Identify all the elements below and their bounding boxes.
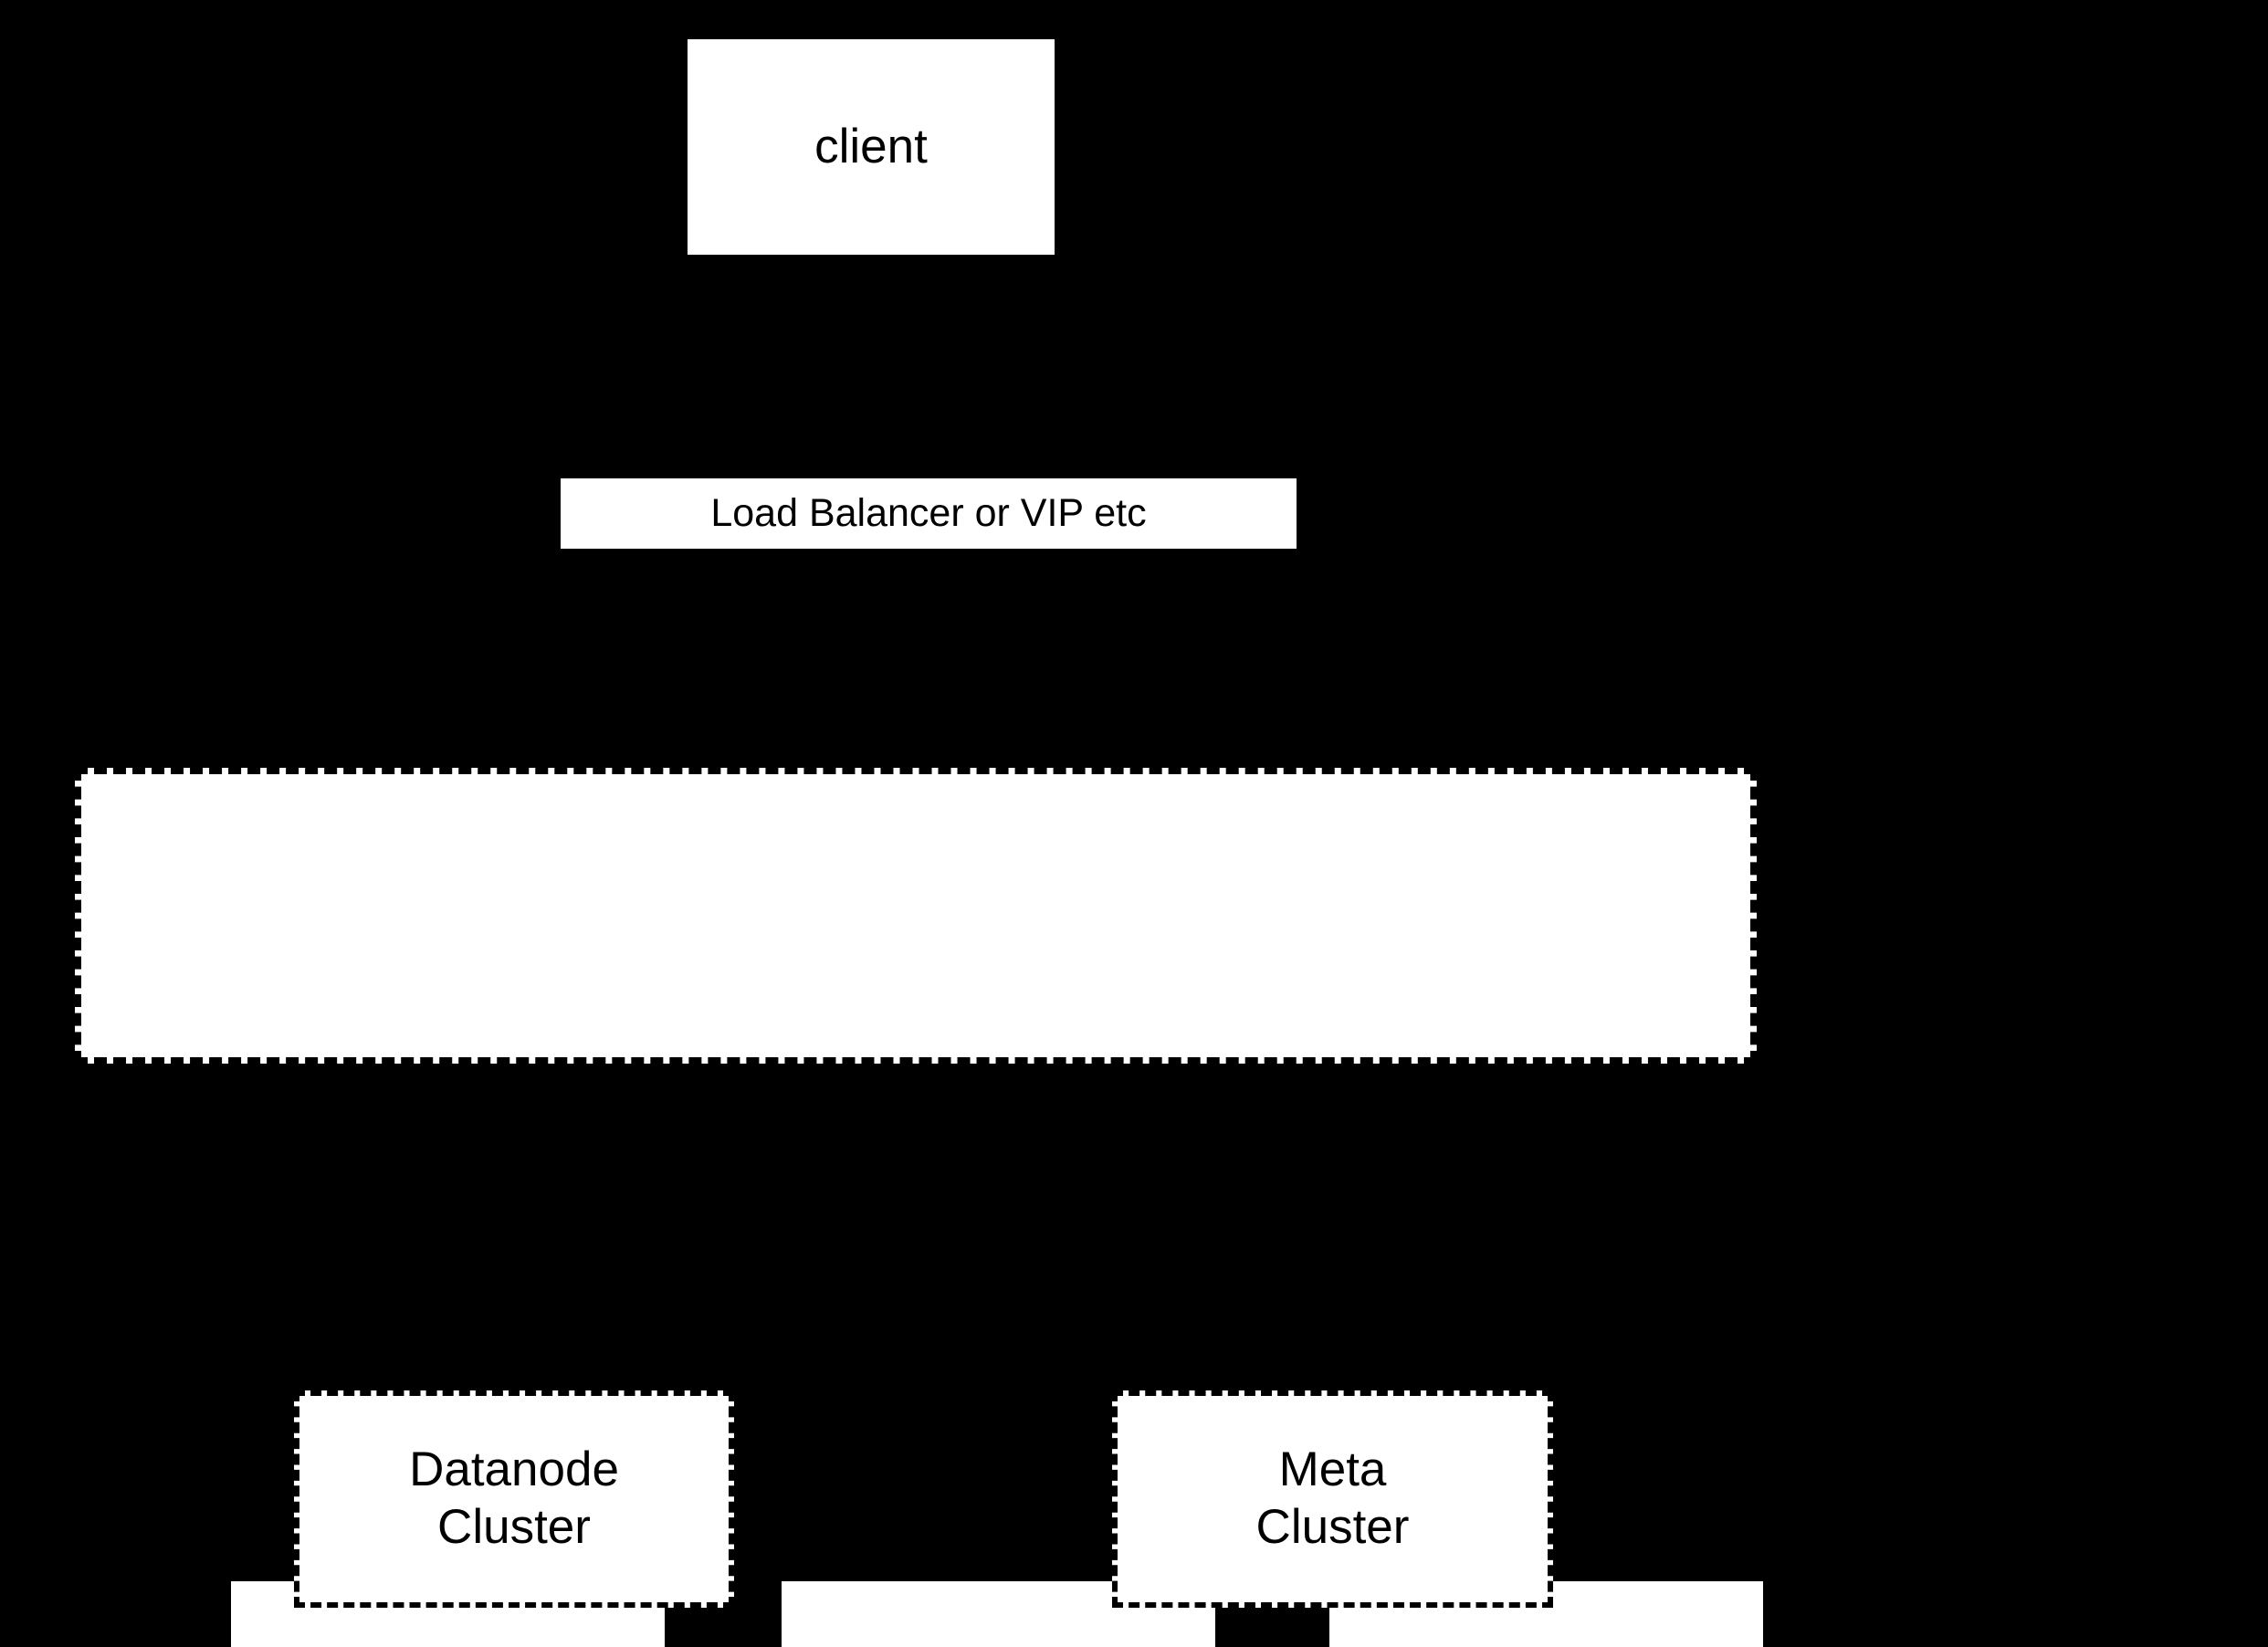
node-client-label: client [814, 119, 928, 173]
node-load-balancer-label: Load Balancer or VIP etc [710, 491, 1147, 536]
node-meta-cluster-label: Meta Cluster [1255, 1442, 1410, 1554]
node-load-balancer[interactable]: Load Balancer or VIP etc [561, 478, 1297, 549]
node-datanode-cluster-label: Datanode Cluster [409, 1442, 619, 1554]
node-meta-cluster[interactable]: Meta Cluster [1112, 1390, 1553, 1608]
node-datanode-cluster[interactable]: Datanode Cluster [294, 1390, 734, 1608]
node-frontend-group[interactable]: Frontend Frontend Frontend [75, 768, 1767, 1647]
node-client[interactable]: client [688, 39, 1055, 255]
